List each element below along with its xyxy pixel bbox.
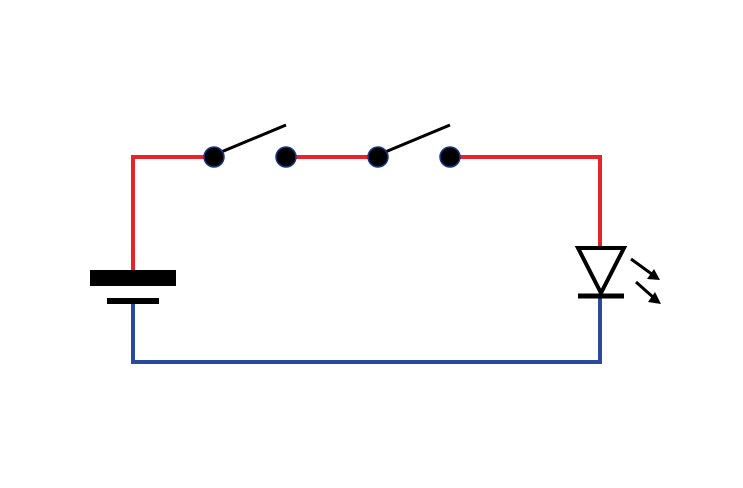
switch-1-terminal-left	[203, 146, 225, 168]
led-arrow-upper-shaft	[630, 257, 654, 277]
negative-wire	[131, 295, 602, 364]
battery-symbol	[90, 270, 176, 304]
positive-wire	[131, 155, 602, 274]
switch-2-terminal-left	[367, 146, 389, 168]
wire-led-to-battery	[131, 295, 602, 364]
led-arrow-lower-shaft	[635, 280, 655, 300]
wire-switch-2-to-led	[448, 155, 602, 250]
switch-1-lever	[213, 123, 287, 157]
led-light-arrows-icon	[630, 257, 661, 304]
switch-2-lever	[377, 123, 451, 157]
switch-2-symbol	[367, 123, 461, 168]
led-arrow-upper-head	[647, 269, 660, 280]
switch-1-symbol	[203, 123, 297, 168]
switch-1-terminal-right	[275, 146, 297, 168]
battery-positive-plate	[90, 270, 176, 286]
led-arrow-lower-head	[648, 292, 661, 304]
battery-negative-plate	[107, 298, 159, 304]
led-symbol	[574, 246, 661, 304]
wire-battery-to-switch-1	[131, 155, 215, 274]
switch-2-terminal-right	[439, 146, 461, 168]
led-triangle	[574, 246, 628, 298]
